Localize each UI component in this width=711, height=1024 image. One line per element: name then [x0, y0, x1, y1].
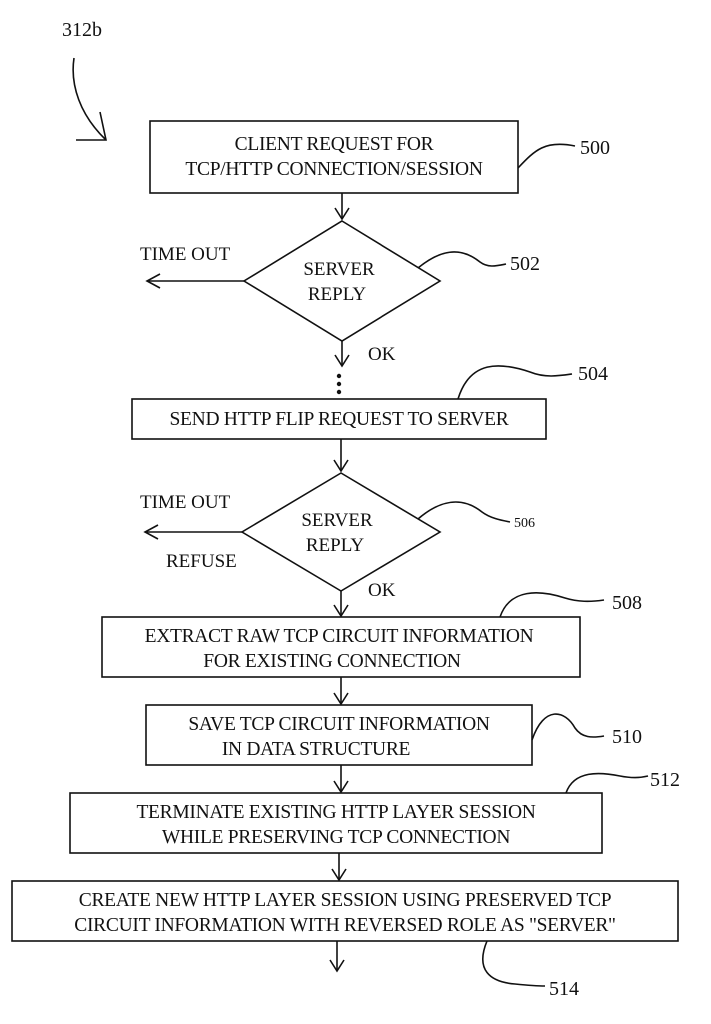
ref-512: 512: [650, 769, 680, 791]
ref-508: 508: [612, 592, 642, 614]
decision-506-line-2: REPLY: [306, 535, 365, 556]
ref-504: 504: [578, 363, 608, 385]
ref-506: 506: [514, 516, 535, 531]
figure-label-arrow: [73, 58, 106, 140]
ref-504-leader: [458, 366, 572, 399]
ref-512-leader: [566, 774, 648, 793]
ref-500-leader: [518, 144, 575, 168]
ref-500: 500: [580, 137, 610, 159]
step-500-line-1: CLIENT REQUEST FOR: [235, 134, 434, 155]
figure-label: 312b: [62, 19, 102, 41]
decision-506: [242, 473, 440, 591]
decision-502-timeout-label: TIME OUT: [140, 244, 231, 265]
ref-502-leader: [418, 252, 506, 268]
step-512-line-1: TERMINATE EXISTING HTTP LAYER SESSION: [136, 802, 535, 823]
step-510-line-2: IN DATA STRUCTURE: [222, 739, 410, 760]
decision-502-line-1: SERVER: [303, 259, 375, 280]
ref-510: 510: [612, 726, 642, 748]
decision-502: [244, 221, 440, 341]
decision-506-line-1: SERVER: [301, 510, 373, 531]
step-514-line-1: CREATE NEW HTTP LAYER SESSION USING PRES…: [79, 890, 612, 911]
step-508-line-1: EXTRACT RAW TCP CIRCUIT INFORMATION: [145, 626, 534, 647]
ref-514: 514: [549, 978, 579, 1000]
ref-502: 502: [510, 253, 540, 275]
step-508-line-2: FOR EXISTING CONNECTION: [203, 651, 461, 672]
step-500-box: [150, 121, 518, 193]
ref-506-leader: [418, 502, 510, 522]
decision-502-line-2: REPLY: [308, 284, 367, 305]
decision-506-timeout-label: TIME OUT: [140, 492, 231, 513]
step-510-line-1: SAVE TCP CIRCUIT INFORMATION: [188, 714, 490, 735]
continuation-dot-3: [337, 390, 341, 394]
decision-506-refuse-label: REFUSE: [166, 551, 237, 572]
step-504-line-1: SEND HTTP FLIP REQUEST TO SERVER: [170, 409, 509, 430]
step-500-line-2: TCP/HTTP CONNECTION/SESSION: [185, 159, 482, 180]
step-514-line-2: CIRCUIT INFORMATION WITH REVERSED ROLE A…: [74, 915, 615, 936]
decision-506-ok-label: OK: [368, 580, 396, 601]
step-512-line-2: WHILE PRESERVING TCP CONNECTION: [162, 827, 510, 848]
continuation-dot-2: [337, 382, 341, 386]
decision-502-ok-label: OK: [368, 344, 396, 365]
ref-510-leader: [532, 714, 604, 740]
continuation-dot-1: [337, 374, 341, 378]
ref-508-leader: [500, 593, 604, 617]
ref-514-leader: [483, 941, 545, 986]
